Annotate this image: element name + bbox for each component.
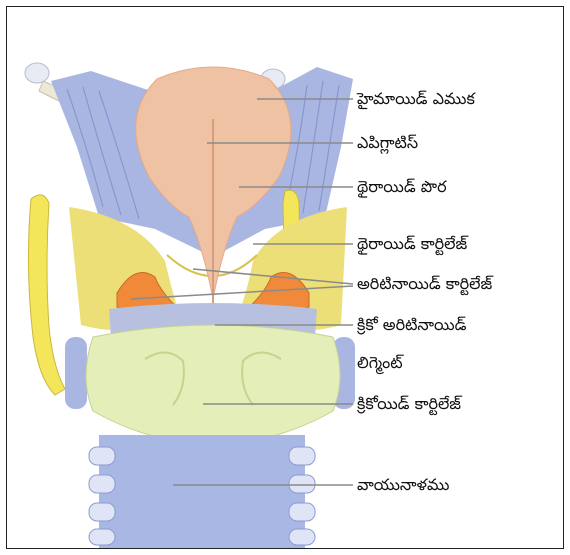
label-arytenoid-cartilage: అరిటినాయిడ్ కార్టిలేజ్: [357, 274, 492, 294]
label-thyroid-cartilage: థైరాయిడ్ కార్టిలేజ్: [357, 234, 467, 254]
label-epiglottis: ఎపిగ్లాటిస్: [357, 133, 418, 153]
label-ligament: లిగ్మెంట్: [357, 353, 403, 373]
cricoid-cartilage: [86, 325, 340, 445]
label-hyoid-bone: హైమాయిడ్ ఎముక: [357, 89, 475, 109]
label-cricoarytenoid: క్రికో అరిటినాయిడ్: [357, 315, 466, 335]
left-superior-horn: [28, 195, 65, 395]
label-thyroid-membrane: థైరాయిడ్ పొర: [357, 177, 447, 197]
label-trachea: వాయునాళము: [357, 475, 449, 495]
trachea: [99, 435, 305, 548]
left-joint: [65, 337, 87, 409]
hyoid-knob-left: [25, 63, 49, 83]
diagram-frame: హైమాయిడ్ ఎముక ఎపిగ్లాటిస్ థైరాయిడ్ పొర థ…: [6, 6, 564, 549]
label-cricoid-cartilage: క్రికోయిడ్ కార్టిలేజ్: [357, 394, 461, 414]
